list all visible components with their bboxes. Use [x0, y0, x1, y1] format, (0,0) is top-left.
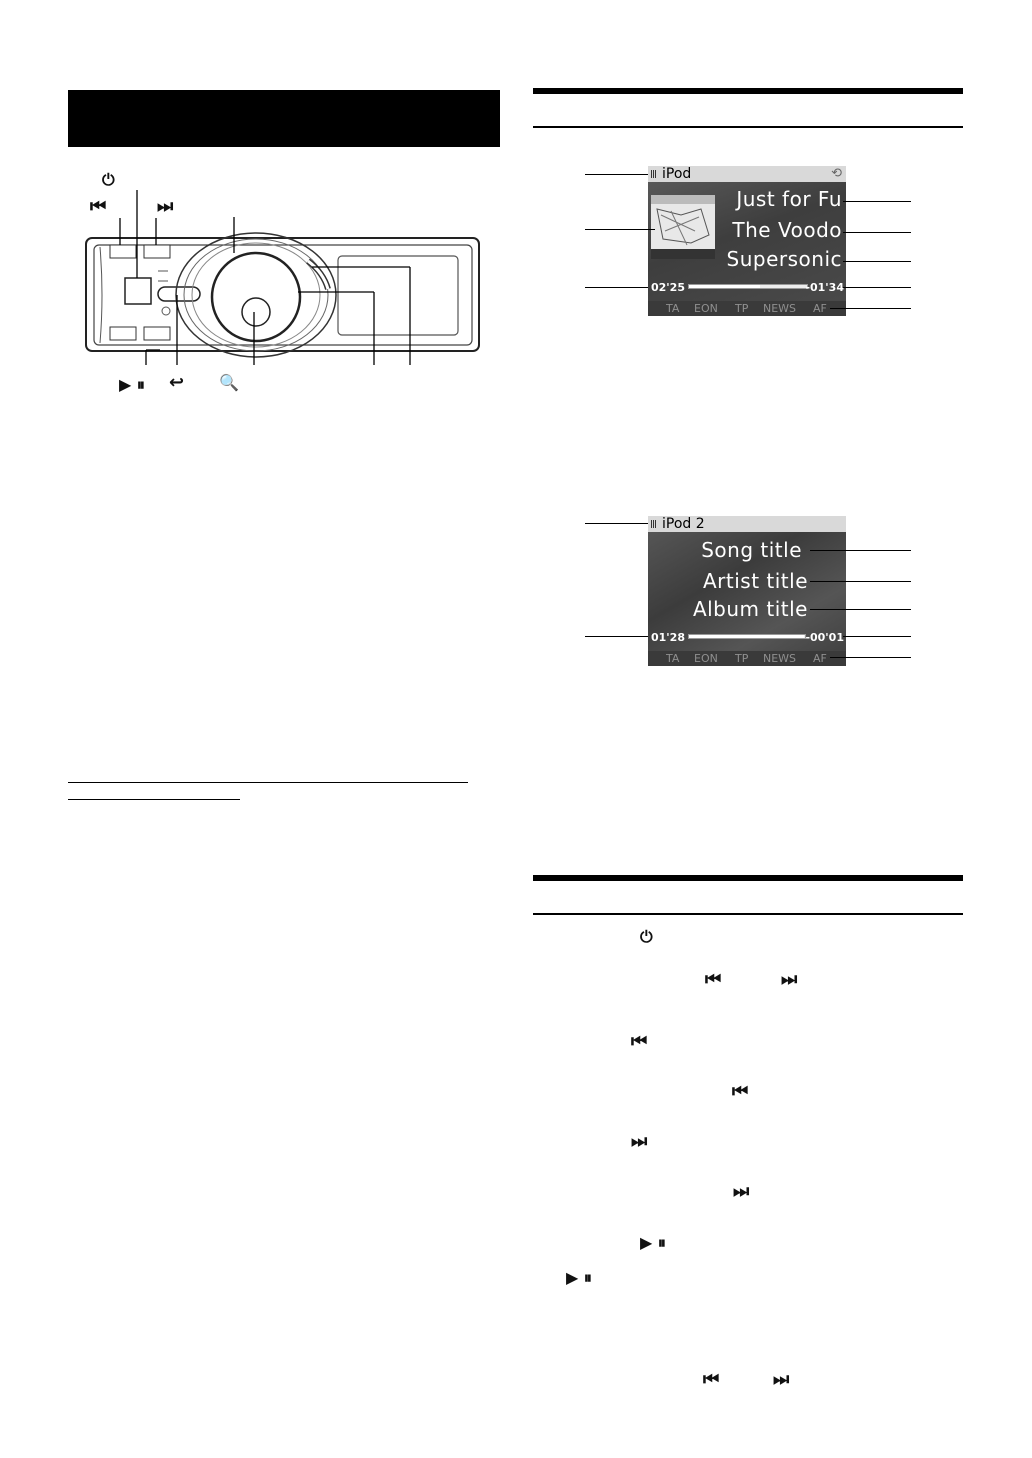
previous-track-icon: ⏮ — [732, 1081, 749, 1102]
play-pause-icon: ▶ ⏸ — [640, 1233, 666, 1252]
underline-rule-short — [68, 799, 240, 800]
callout-line — [585, 636, 648, 637]
status-tp: TP — [735, 302, 749, 315]
artist-title: Artist title — [702, 569, 808, 593]
status-ta: TA — [666, 652, 680, 665]
callout-line — [843, 261, 911, 262]
unit-inner-frame — [93, 244, 473, 346]
progress-fill — [689, 635, 804, 638]
next-track-icon: ⏭ — [631, 1131, 648, 1152]
section-rule-thin — [533, 126, 963, 128]
display-window — [337, 255, 459, 336]
remaining-time: -01'34 — [805, 281, 844, 294]
callout-line — [810, 581, 911, 582]
status-eon: EON — [694, 302, 718, 315]
back-button — [143, 326, 171, 341]
callout-line — [810, 550, 911, 551]
elapsed-time: 02'25 — [651, 281, 685, 294]
section-rule-heavy — [533, 875, 963, 881]
next-track-icon: ⏭ — [773, 1369, 790, 1390]
progress-fill — [689, 285, 760, 288]
callout-line — [585, 523, 648, 524]
status-af: AF — [813, 302, 827, 315]
signal-icon — [651, 520, 657, 528]
section-rule-heavy — [533, 88, 963, 94]
underline-rule-long — [68, 782, 468, 783]
elapsed-time: 01'28 — [651, 631, 685, 644]
callout-line — [810, 609, 911, 610]
status-ta: TA — [666, 302, 680, 315]
play-pause-button — [109, 326, 137, 341]
ipod-display-screen-2: iPod 2 Song title Artist title Album tit… — [648, 516, 846, 666]
section-rule-thin — [533, 913, 963, 915]
status-indicators: TA EON TP NEWS AF — [648, 301, 846, 316]
ipod-display-screen-1: iPod ⟲ Just for Fu The Voodo Supersonic … — [648, 166, 846, 316]
artist-name: The Voodo — [732, 218, 842, 242]
screen-title-bar — [648, 516, 846, 532]
prev-button — [109, 244, 137, 259]
callout-line — [830, 657, 911, 658]
callout-line — [585, 287, 648, 288]
signal-icon — [651, 170, 657, 178]
callout-line — [830, 308, 911, 309]
status-indicators: TA EON TP NEWS AF — [648, 651, 846, 666]
head-unit-illustration — [85, 190, 480, 365]
progress-bar — [688, 634, 806, 639]
callout-line — [843, 636, 911, 637]
screen-source-title: iPod — [662, 166, 692, 182]
section-header-bar — [68, 90, 500, 147]
callout-line — [843, 201, 911, 202]
next-track-icon: ⏭ — [733, 1181, 750, 1202]
album-name: Supersonic — [726, 247, 842, 271]
rotary-knob — [210, 251, 302, 343]
previous-track-icon: ⏮ — [705, 969, 722, 990]
screen-source-title: iPod 2 — [662, 516, 705, 532]
play-pause-icon: ▶ ⏸ — [566, 1268, 592, 1287]
callout-line — [585, 174, 648, 175]
status-news: NEWS — [763, 652, 797, 665]
callout-line — [585, 229, 655, 230]
screen-title-bar — [648, 166, 846, 182]
next-track-icon: ⏭ — [781, 969, 798, 990]
rotary-slot — [157, 286, 201, 302]
next-button — [143, 244, 171, 259]
album-title: Album title — [692, 597, 808, 621]
previous-track-icon: ⏮ — [631, 1031, 648, 1052]
status-tp: TP — [735, 652, 749, 665]
search-icon: 🔍 — [219, 373, 239, 392]
status-news: NEWS — [763, 302, 797, 315]
callout-line — [843, 232, 911, 233]
power-icon: ⏻ — [640, 927, 653, 946]
status-eon: EON — [694, 652, 718, 665]
album-art — [651, 195, 715, 259]
callout-line — [843, 287, 911, 288]
status-af: AF — [813, 652, 827, 665]
search-center-button — [241, 297, 271, 327]
track-title: Just for Fu — [736, 187, 842, 211]
power-button — [124, 277, 152, 305]
progress-bar — [688, 284, 808, 289]
play-pause-icon: ▶ ⏸ — [119, 375, 145, 394]
repeat-icon: ⟲ — [831, 166, 842, 181]
remaining-time: -00'01 — [805, 631, 844, 644]
previous-track-icon: ⏮ — [703, 1369, 720, 1390]
next-track-icon: ⏭ — [157, 196, 174, 217]
song-title: Song title — [701, 538, 802, 562]
power-icon: ⏻ — [102, 170, 115, 189]
previous-track-icon: ⏮ — [90, 196, 107, 217]
back-icon: ↩ — [169, 372, 185, 393]
